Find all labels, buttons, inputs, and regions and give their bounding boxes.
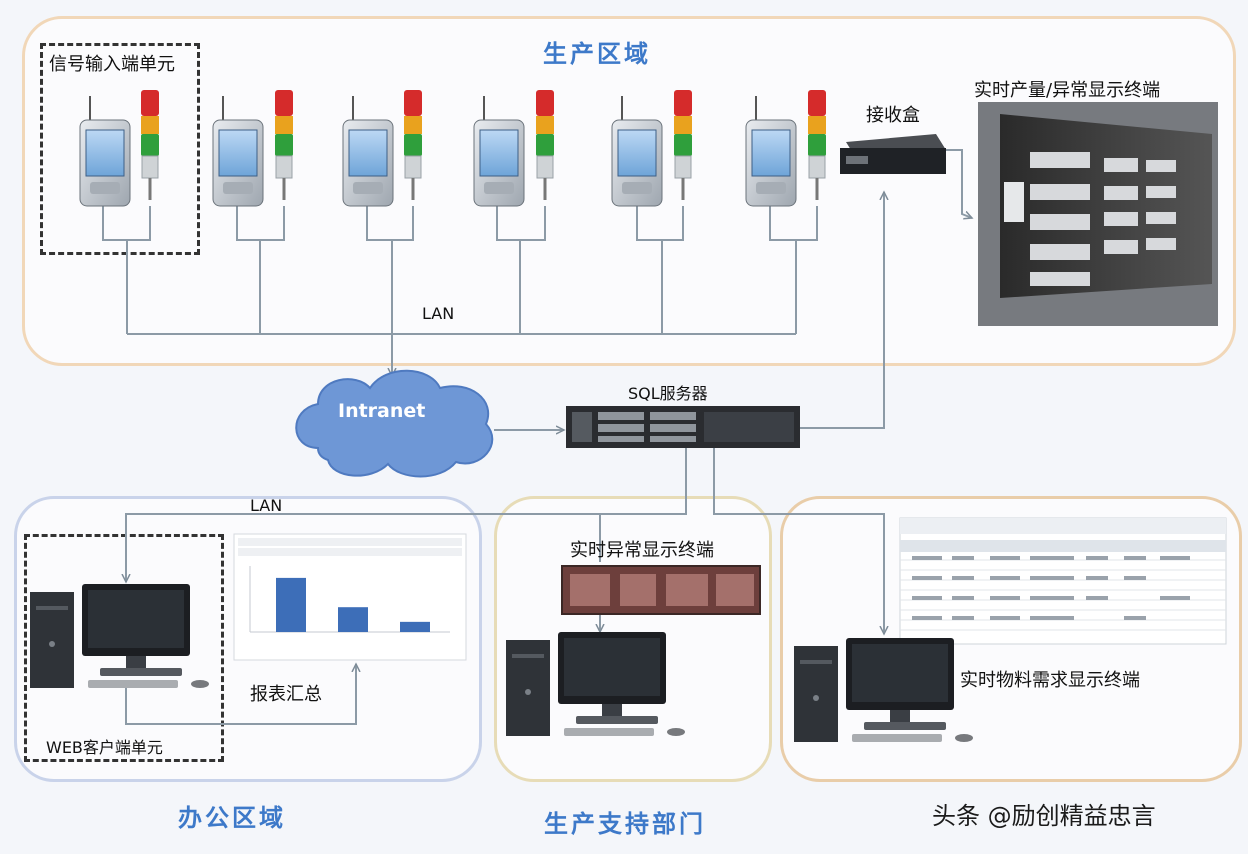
material-spreadsheet bbox=[899, 517, 1227, 645]
receiver-box bbox=[840, 134, 946, 174]
intranet-cloud bbox=[295, 369, 494, 478]
intranet-label: Intranet bbox=[338, 400, 426, 422]
report-summary-panel bbox=[233, 533, 467, 661]
signal-input-unit-frame bbox=[40, 43, 200, 255]
material-terminal-label: 实时物料需求显示终端 bbox=[960, 670, 1140, 691]
support-computer bbox=[506, 632, 685, 736]
terminal-1 bbox=[79, 88, 161, 207]
anomaly-terminal-label: 实时异常显示终端 bbox=[570, 540, 714, 561]
terminal-3 bbox=[342, 88, 424, 207]
lan-wiring-top bbox=[102, 206, 818, 376]
signal-input-unit-label: 信号输入端单元 bbox=[49, 54, 175, 75]
web-client-unit-label: WEB客户端单元 bbox=[46, 738, 163, 757]
report-bars bbox=[276, 577, 430, 632]
office-computer bbox=[30, 584, 209, 688]
sql-server-label: SQL服务器 bbox=[628, 384, 708, 403]
display-terminal-label: 实时产量/异常显示终端 bbox=[974, 80, 1161, 101]
sql-server bbox=[566, 406, 800, 448]
receiver-label: 接收盒 bbox=[866, 105, 920, 126]
report-summary-label: 报表汇总 bbox=[250, 684, 322, 705]
wall-display bbox=[978, 102, 1218, 326]
web-client-unit-frame bbox=[24, 534, 224, 762]
terminal-6 bbox=[745, 88, 828, 207]
terminal-5 bbox=[611, 88, 694, 207]
lan-label-top: LAN bbox=[422, 304, 455, 323]
watermark: 头条 @励创精益忠言 bbox=[932, 802, 1156, 830]
support-zone-title: 生产支持部门 bbox=[544, 810, 706, 838]
production-zone-title: 生产区域 bbox=[543, 40, 651, 68]
material-computer bbox=[794, 638, 973, 742]
terminal-2 bbox=[212, 88, 295, 207]
office-zone-title: 办公区域 bbox=[178, 804, 286, 832]
anomaly-led-board bbox=[561, 565, 761, 615]
lan-label-bottom: LAN bbox=[250, 496, 283, 515]
report-bar-2 bbox=[338, 607, 368, 632]
report-bar-1 bbox=[276, 577, 306, 632]
report-bar-3 bbox=[400, 621, 430, 632]
terminal-4 bbox=[473, 88, 556, 207]
